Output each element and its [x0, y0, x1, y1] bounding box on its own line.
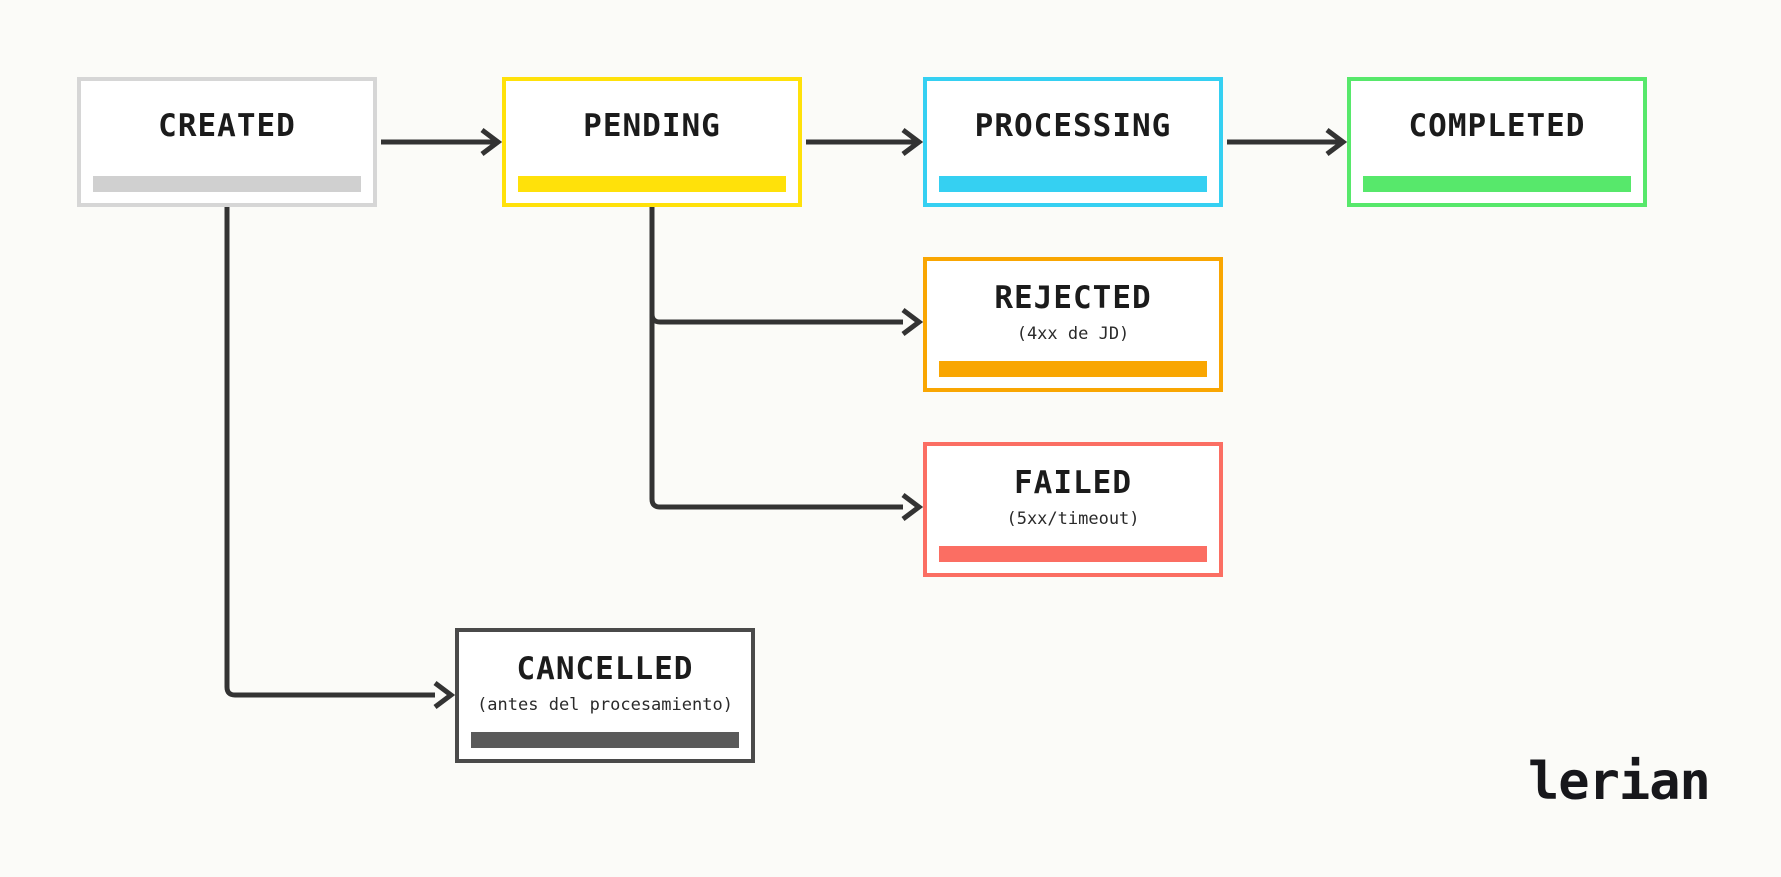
flow-arrows [224, 128, 1348, 709]
arrowhead-created-pending [480, 128, 503, 156]
state-box-processing: PROCESSING [923, 77, 1223, 207]
state-label: FAILED [1014, 465, 1132, 501]
state-color-bar [518, 176, 786, 192]
arrow-pending-failed [649, 207, 903, 510]
state-box-completed: COMPLETED [1347, 77, 1647, 207]
state-box-failed: FAILED (5xx/timeout) [923, 442, 1223, 577]
lerian-logo: lerian [1528, 752, 1711, 812]
arrow-pending-rejected [649, 313, 903, 325]
state-label: CREATED [158, 108, 296, 144]
state-label: REJECTED [994, 280, 1152, 316]
state-label: CANCELLED [516, 651, 694, 687]
state-color-bar [93, 176, 361, 192]
arrowhead-pending-rejected [901, 308, 924, 336]
state-label: COMPLETED [1408, 108, 1586, 144]
state-box-cancelled: CANCELLED (antes del procesamiento) [455, 628, 755, 763]
state-label: PROCESSING [974, 108, 1172, 144]
arrowhead-created-cancelled [433, 681, 456, 709]
state-box-pending: PENDING [502, 77, 802, 207]
state-box-created: CREATED [77, 77, 377, 207]
arrowhead-processing-completed [1325, 128, 1348, 156]
state-color-bar [939, 176, 1207, 192]
state-color-bar [939, 361, 1207, 377]
state-color-bar [471, 732, 739, 748]
state-color-bar [1363, 176, 1631, 192]
state-color-bar [939, 546, 1207, 562]
state-box-rejected: REJECTED (4xx de JD) [923, 257, 1223, 392]
arrowhead-pending-failed [901, 493, 924, 521]
state-subtitle: (5xx/timeout) [1006, 509, 1140, 529]
state-subtitle: (antes del procesamiento) [477, 695, 733, 715]
state-subtitle: (4xx de JD) [1016, 324, 1130, 344]
arrowhead-pending-processing [901, 128, 924, 156]
state-label: PENDING [583, 108, 721, 144]
arrow-created-cancelled [224, 207, 435, 698]
